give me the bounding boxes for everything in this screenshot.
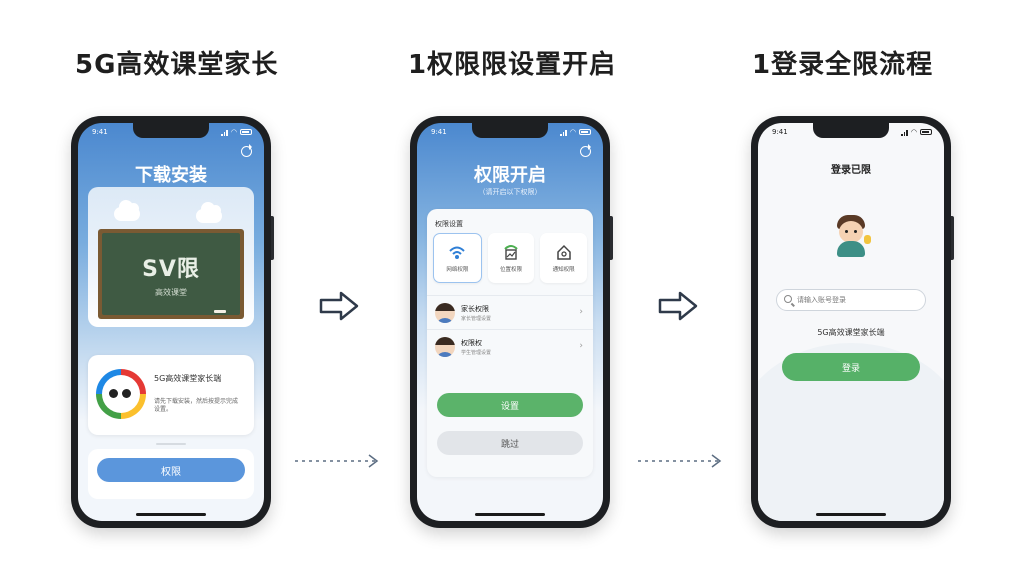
phone-screen: 9:41 ◠ 权限开启 （请开启以下权限） 权限设置 bbox=[417, 123, 603, 521]
list-item[interactable]: 家长权限 家长管理设置 › bbox=[427, 295, 593, 329]
phone-screen: 9:41 ◠ 登录已限 5G高效课堂家长端 登录 bbox=[758, 123, 944, 521]
refresh-icon[interactable] bbox=[241, 144, 252, 157]
wifi-icon: ◠ bbox=[569, 128, 576, 136]
signal-icon bbox=[901, 129, 908, 136]
home-icon bbox=[556, 244, 571, 260]
tile-label: 网络权限 bbox=[446, 267, 469, 273]
notch bbox=[472, 123, 548, 138]
next-arrow-icon bbox=[319, 291, 359, 321]
screen-subtitle: （请开启以下权限） bbox=[478, 188, 542, 196]
step-2-title: 1权限限设置开启 bbox=[408, 50, 617, 80]
list-item-desc: 学生管理设置 bbox=[461, 350, 492, 356]
status-time: 9:41 bbox=[772, 128, 788, 136]
cloud-icon bbox=[114, 200, 140, 221]
permission-card: 权限设置 网络权限 bbox=[427, 209, 593, 477]
chalkboard-subtitle: 高效课堂 bbox=[155, 287, 187, 297]
chalkboard: SV限 高效课堂 bbox=[98, 229, 244, 319]
screen-title: 下载安装 bbox=[135, 165, 207, 186]
permission-button[interactable]: 权限 bbox=[97, 458, 245, 482]
signal-icon bbox=[221, 129, 228, 136]
next-arrow-icon bbox=[658, 291, 698, 321]
step-3-title: 1登录全限流程 bbox=[752, 50, 934, 80]
battery-icon bbox=[920, 129, 932, 135]
action-area: 权限 bbox=[88, 449, 254, 499]
permission-tile-network[interactable]: 网络权限 bbox=[433, 233, 482, 283]
wifi-icon: ◠ bbox=[230, 128, 237, 136]
battery-icon bbox=[240, 129, 252, 135]
avatar bbox=[435, 337, 455, 357]
search-icon bbox=[784, 295, 792, 303]
app-logo bbox=[96, 369, 146, 419]
child-avatar-icon bbox=[833, 215, 871, 257]
dotted-arrow-icon bbox=[295, 454, 379, 468]
phone-permissions: 9:41 ◠ 权限开启 （请开启以下权限） 权限设置 bbox=[410, 116, 613, 528]
card-label: 权限设置 bbox=[435, 220, 463, 228]
chalk bbox=[214, 310, 226, 313]
status-bar: 9:41 ◠ bbox=[758, 128, 944, 140]
settings-button[interactable]: 设置 bbox=[437, 393, 583, 417]
status-bar: 9:41 ◠ bbox=[417, 128, 603, 140]
permission-list: 家长权限 家长管理设置 › 权限权 学生管理设置 › bbox=[427, 295, 593, 363]
screen-title: 登录已限 bbox=[831, 165, 871, 176]
avatar bbox=[435, 303, 455, 323]
app-info-card: 5G高效课堂家长端 请先下载安装，然后按提示完成设置。 bbox=[88, 355, 254, 435]
wifi-icon bbox=[449, 246, 466, 259]
battery-icon bbox=[579, 129, 591, 135]
permission-tile-notification[interactable]: 通知权限 bbox=[540, 233, 588, 283]
phone-download: 9:41 ◠ 下载安装 SV限 高效课堂 bbox=[71, 116, 274, 528]
status-time: 9:41 bbox=[431, 128, 447, 136]
list-item-desc: 家长管理设置 bbox=[461, 316, 492, 322]
notch bbox=[813, 123, 889, 138]
app-info-desc: 请先下载安装，然后按提示完成设置。 bbox=[154, 398, 239, 413]
chevron-right-icon: › bbox=[579, 307, 583, 317]
list-item[interactable]: 权限权 学生管理设置 › bbox=[427, 329, 593, 363]
app-info-title: 5G高效课堂家长端 bbox=[154, 374, 222, 383]
cloud-icon bbox=[196, 202, 222, 223]
hero-card: SV限 高效课堂 bbox=[88, 187, 254, 327]
phone-login: 9:41 ◠ 登录已限 5G高效课堂家长端 登录 bbox=[751, 116, 954, 528]
home-indicator bbox=[816, 513, 886, 516]
list-item-title: 家长权限 bbox=[461, 305, 489, 313]
home-indicator bbox=[475, 513, 545, 516]
account-input[interactable] bbox=[797, 294, 917, 306]
login-button[interactable]: 登录 bbox=[782, 353, 920, 381]
refresh-icon[interactable] bbox=[580, 144, 591, 157]
list-item-title: 权限权 bbox=[461, 339, 482, 347]
screen-title: 权限开启 bbox=[474, 165, 546, 186]
notch bbox=[133, 123, 209, 138]
wifi-icon: ◠ bbox=[910, 128, 917, 136]
step-1-title: 5G高效课堂家长 bbox=[75, 50, 279, 80]
chalkboard-title: SV限 bbox=[142, 256, 200, 282]
permission-tiles: 网络权限 位置权限 bbox=[433, 233, 588, 283]
status-time: 9:41 bbox=[92, 128, 108, 136]
phone-screen: 9:41 ◠ 下载安装 SV限 高效课堂 bbox=[78, 123, 264, 521]
permission-tile-location[interactable]: 位置权限 bbox=[487, 233, 535, 283]
status-bar: 9:41 ◠ bbox=[78, 128, 264, 140]
signal-icon bbox=[560, 129, 567, 136]
tile-label: 通知权限 bbox=[552, 267, 575, 273]
skip-button[interactable]: 跳过 bbox=[437, 431, 583, 455]
login-info: 5G高效课堂家长端 bbox=[817, 328, 885, 337]
tile-label: 位置权限 bbox=[500, 267, 523, 273]
chevron-right-icon: › bbox=[579, 341, 583, 351]
account-search bbox=[776, 289, 926, 311]
chart-icon bbox=[504, 245, 518, 260]
dotted-arrow-icon bbox=[638, 454, 722, 468]
drag-handle[interactable] bbox=[156, 443, 186, 445]
home-indicator bbox=[136, 513, 206, 516]
